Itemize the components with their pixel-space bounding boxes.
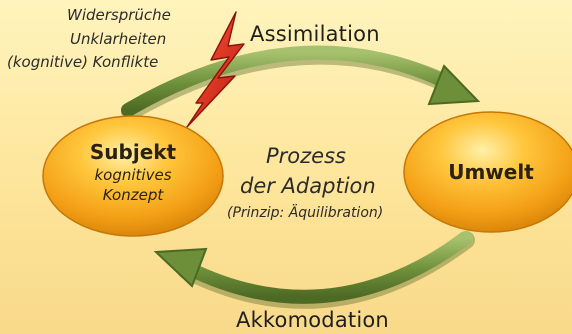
assimilation-label: Assimilation (250, 22, 380, 46)
subject-subtitle-line-2: Konzept (102, 186, 164, 204)
conflicts-line-1: Widersprüche (67, 6, 171, 24)
environment-title: Umwelt (448, 160, 534, 184)
process-line-3: (Prinzip: Äquilibration) (227, 205, 384, 221)
subject-subtitle-line-1: kognitives (94, 166, 172, 184)
environment-oval (403, 111, 572, 233)
lightning-bolt-icon (186, 11, 245, 128)
subject-title: Subjekt (89, 140, 177, 164)
conflicts-line-2: Unklarheiten (70, 30, 167, 48)
assimilation-arrow (121, 45, 481, 121)
subject-oval (42, 115, 224, 237)
process-line-2: der Adaption (240, 174, 376, 198)
process-line-1: Prozess (266, 144, 346, 168)
accommodation-arrow (153, 231, 475, 309)
accommodation-label: Akkomodation (236, 308, 389, 332)
conflicts-line-3: (kognitive) Konflikte (7, 53, 159, 71)
